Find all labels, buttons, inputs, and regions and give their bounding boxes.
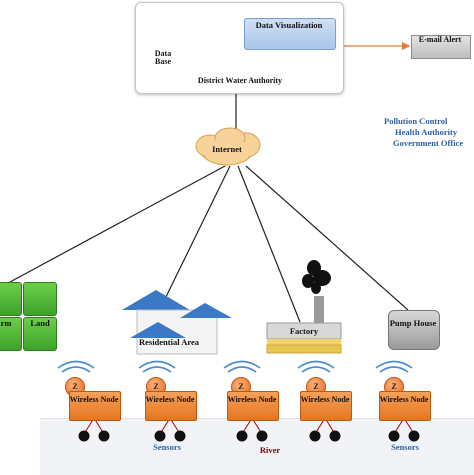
- farm-tile: [23, 282, 57, 316]
- data-visualization-box: [244, 18, 336, 50]
- wireless-node-label: Wireless Node: [379, 395, 429, 404]
- residential-area-label: Residential Area: [138, 337, 200, 347]
- wireless-node-label: Wireless Node: [145, 395, 195, 404]
- data-visualization-label: Data Visualization: [255, 20, 323, 30]
- wireless-node: [69, 391, 121, 421]
- internet-label: Internet: [212, 144, 242, 154]
- sensor-group-3: [236, 417, 268, 442]
- wireless-node-label: Wireless Node: [300, 395, 350, 404]
- farm-tile: [23, 317, 57, 351]
- sensors-label: Sensors: [153, 442, 181, 452]
- internet-residential-link: [161, 165, 231, 306]
- pump-house-label: Pump House: [389, 318, 437, 328]
- farm-tile: [0, 317, 22, 351]
- farm-label: rm: [0, 318, 12, 328]
- wireless-node: [227, 391, 279, 421]
- internet-factory-link: [237, 165, 301, 323]
- factory-icon: [266, 260, 342, 354]
- residential-houses-icon: [122, 290, 232, 355]
- land-label: Land: [30, 318, 50, 328]
- sensor-group-5: [388, 417, 420, 442]
- database-label: Data Base: [154, 49, 172, 67]
- recipient-pollution-control: Pollution Control: [384, 116, 448, 126]
- pump-house-box: [388, 310, 440, 350]
- wireless-node: [300, 391, 352, 421]
- sensor-group-2: [154, 417, 186, 442]
- wireless-node-label: Wireless Node: [69, 395, 119, 404]
- authority-title: District Water Authority: [197, 76, 283, 85]
- recipient-health-authority: Health Authority: [395, 127, 458, 137]
- internet-cloud: [195, 127, 261, 166]
- factory-label: Factory: [289, 326, 319, 336]
- internet-pump-link: [245, 165, 409, 311]
- wireless-node: [145, 391, 197, 421]
- email-alert-box: [411, 35, 471, 59]
- sensors-label: Sensors: [391, 442, 419, 452]
- internet-farm-link: [9, 165, 226, 283]
- recipient-government-office: Government Office: [393, 138, 464, 148]
- wireless-node-label: Wireless Node: [227, 395, 277, 404]
- sensor-group-1: [78, 417, 110, 442]
- wireless-node: [379, 391, 431, 421]
- farm-tile: [0, 282, 22, 316]
- email-alert-label: E-mail Alert: [418, 35, 462, 44]
- river-label: River: [259, 445, 281, 455]
- sensor-group-4: [309, 417, 341, 442]
- wifi-signals: [57, 360, 413, 373]
